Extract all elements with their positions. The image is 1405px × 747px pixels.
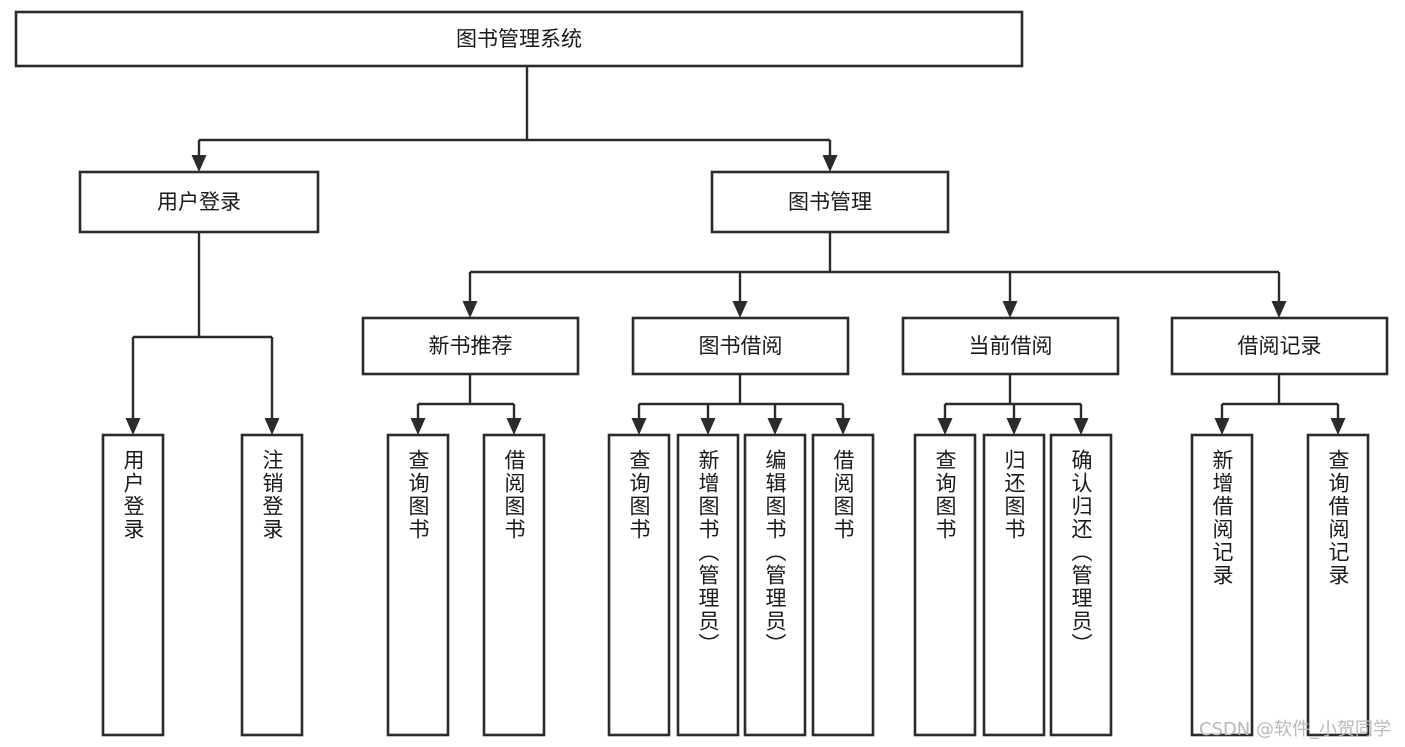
connector-userlogin-to-leaves xyxy=(125,232,280,435)
node-current-borrow[interactable]: 当前借阅 xyxy=(901,316,1120,376)
connector-layer xyxy=(125,66,1346,435)
node-label: 新增图书（管理员） xyxy=(696,449,720,656)
node-box xyxy=(78,170,320,234)
node-box xyxy=(631,316,850,376)
node-leaf-edit-book[interactable]: 编辑图书（管理员） xyxy=(743,433,807,737)
node-label: 确认归还（管理员） xyxy=(1069,449,1093,656)
connector-borrow-to-leaves xyxy=(631,374,851,435)
connector-root-to-level1 xyxy=(191,66,838,172)
node-leaf-query-book-borrow[interactable]: 查询图书 xyxy=(607,433,671,737)
node-label: 用户登录 xyxy=(121,449,145,541)
node-label: 图书管理 xyxy=(788,190,872,214)
node-label: 注销登录 xyxy=(260,449,284,541)
node-leaf-confirm-return[interactable]: 确认归还（管理员） xyxy=(1049,433,1113,737)
node-book-management[interactable]: 图书管理 xyxy=(710,170,950,234)
connector-recommend-to-leaves xyxy=(410,374,522,435)
node-borrow-record[interactable]: 借阅记录 xyxy=(1170,316,1389,376)
connector-record-to-leaves xyxy=(1214,374,1346,435)
node-leaf-user-login[interactable]: 用户登录 xyxy=(101,433,165,737)
node-box xyxy=(101,433,165,737)
node-label: 图书管理系统 xyxy=(456,27,582,51)
node-box xyxy=(240,433,304,737)
node-label: 借阅图书 xyxy=(502,449,526,541)
node-label: 新增借阅记录 xyxy=(1210,449,1234,587)
node-box xyxy=(811,433,875,737)
node-leaf-logout[interactable]: 注销登录 xyxy=(240,433,304,737)
node-label: 归还图书 xyxy=(1002,449,1026,541)
node-box xyxy=(386,433,450,737)
node-book-borrow[interactable]: 图书借阅 xyxy=(631,316,850,376)
node-label: 查询图书 xyxy=(933,449,957,541)
node-leaf-add-book[interactable]: 新增图书（管理员） xyxy=(676,433,740,737)
node-label: 查询图书 xyxy=(406,449,430,541)
node-box xyxy=(1306,433,1370,737)
node-label: 查询图书 xyxy=(627,449,651,541)
node-box xyxy=(361,316,580,376)
node-label: 图书借阅 xyxy=(699,334,783,358)
connector-bookmgmt-to-level2 xyxy=(462,232,1287,318)
node-user-login[interactable]: 用户登录 xyxy=(78,170,320,234)
node-leaf-query-book-current[interactable]: 查询图书 xyxy=(913,433,977,737)
node-box xyxy=(982,433,1046,737)
node-label: 查询借阅记录 xyxy=(1326,449,1350,587)
node-leaf-borrow-book[interactable]: 借阅图书 xyxy=(811,433,875,737)
node-leaf-return-book[interactable]: 归还图书 xyxy=(982,433,1046,737)
node-root[interactable]: 图书管理系统 xyxy=(14,10,1024,68)
node-label: 编辑图书（管理员） xyxy=(763,449,787,656)
node-box xyxy=(482,433,546,737)
node-label: 新书推荐 xyxy=(429,334,513,358)
node-box xyxy=(607,433,671,737)
node-box xyxy=(901,316,1120,376)
node-label: 借阅记录 xyxy=(1238,334,1322,358)
watermark-label: CSDN @软件_小贺同学 xyxy=(1198,719,1391,740)
node-box xyxy=(743,433,807,737)
node-box xyxy=(1190,433,1254,737)
node-box xyxy=(676,433,740,737)
node-box xyxy=(710,170,950,234)
node-label: 用户登录 xyxy=(157,190,241,214)
node-leaf-query-book-recommend[interactable]: 查询图书 xyxy=(386,433,450,737)
node-box xyxy=(1049,433,1113,737)
node-box xyxy=(1170,316,1389,376)
node-box xyxy=(913,433,977,737)
node-new-book-recommend[interactable]: 新书推荐 xyxy=(361,316,580,376)
node-box xyxy=(14,10,1024,68)
node-layer: 图书管理系统用户登录图书管理新书推荐图书借阅当前借阅借阅记录用户登录注销登录查询… xyxy=(14,10,1389,737)
connector-current-to-leaves xyxy=(937,374,1089,435)
node-leaf-query-borrow-record[interactable]: 查询借阅记录 xyxy=(1306,433,1370,737)
node-label: 借阅图书 xyxy=(831,449,855,541)
node-leaf-add-borrow-record[interactable]: 新增借阅记录 xyxy=(1190,433,1254,737)
node-label: 当前借阅 xyxy=(969,334,1053,358)
node-leaf-borrow-book-recommend[interactable]: 借阅图书 xyxy=(482,433,546,737)
